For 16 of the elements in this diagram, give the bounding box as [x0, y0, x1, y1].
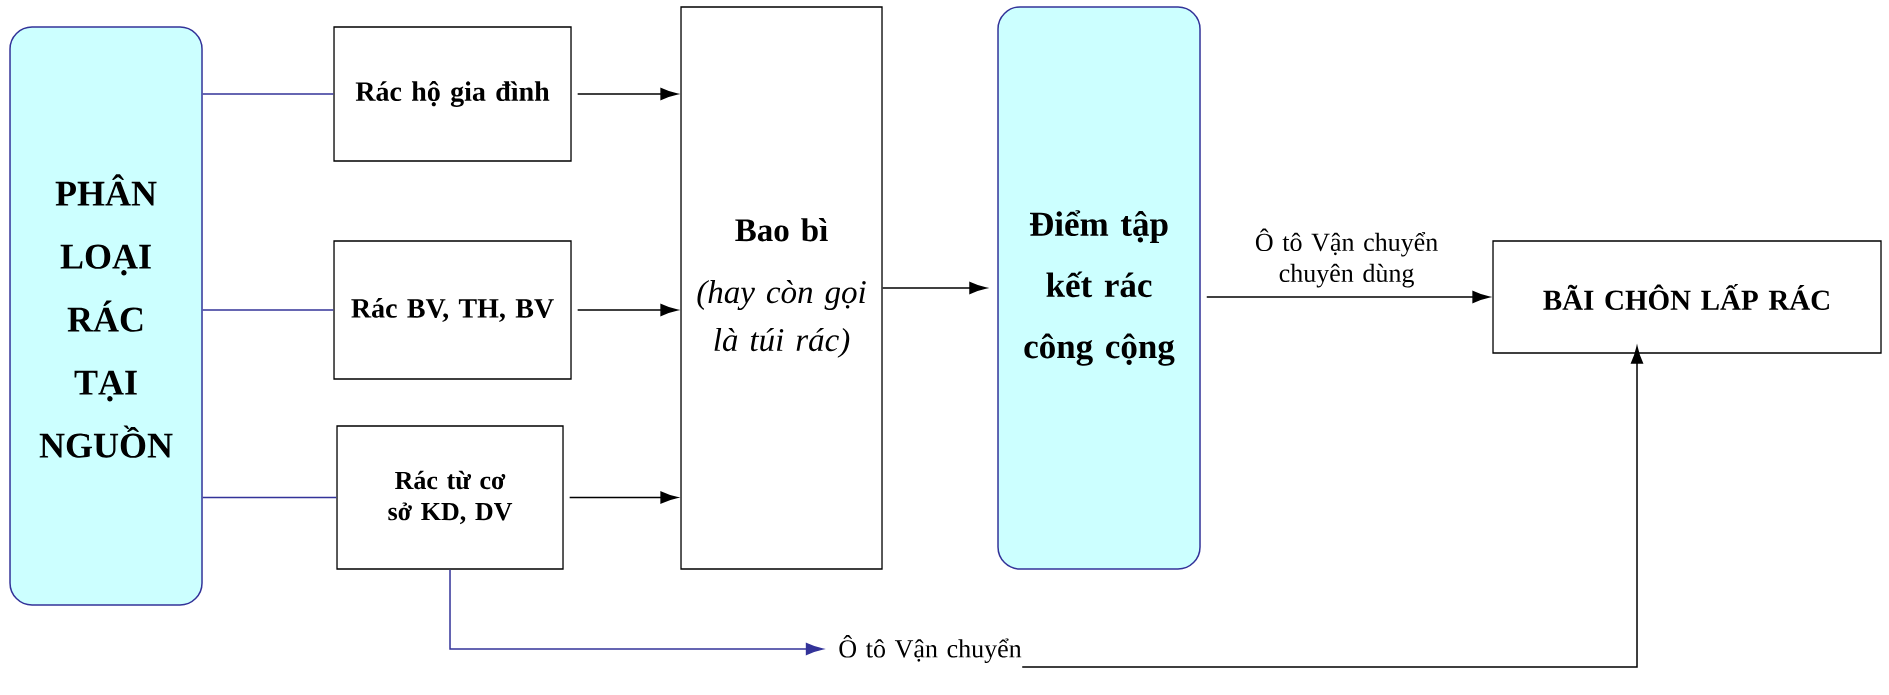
text-label: Ô tô Vận chuyển	[839, 635, 1022, 663]
process-box: Rác từ cơ sở KD, DV	[336, 425, 564, 570]
arrow	[576, 87, 678, 101]
rounded-box: Điểm tập kết rác công cộng	[997, 6, 1201, 570]
process-box: Bao bì (hay còn gọi là túi rác)	[680, 6, 883, 570]
arrow	[1021, 346, 1644, 668]
arrow	[1206, 290, 1490, 304]
process-box: Rác BV, TH, BV	[333, 240, 572, 380]
edge-label: Ô tô Vận chuyển chuyên dùng	[1255, 228, 1438, 288]
process-box: Rác hộ gia đình	[333, 26, 572, 162]
rounded-box: PHÂN LOẠI RÁC TẠI NGUỒN	[9, 26, 203, 606]
process-box: BÃI CHÔN LẤP RÁC	[1492, 240, 1882, 354]
arrow	[881, 281, 987, 294]
arrow	[568, 491, 678, 504]
arrow	[576, 303, 678, 317]
arrow	[449, 568, 823, 655]
